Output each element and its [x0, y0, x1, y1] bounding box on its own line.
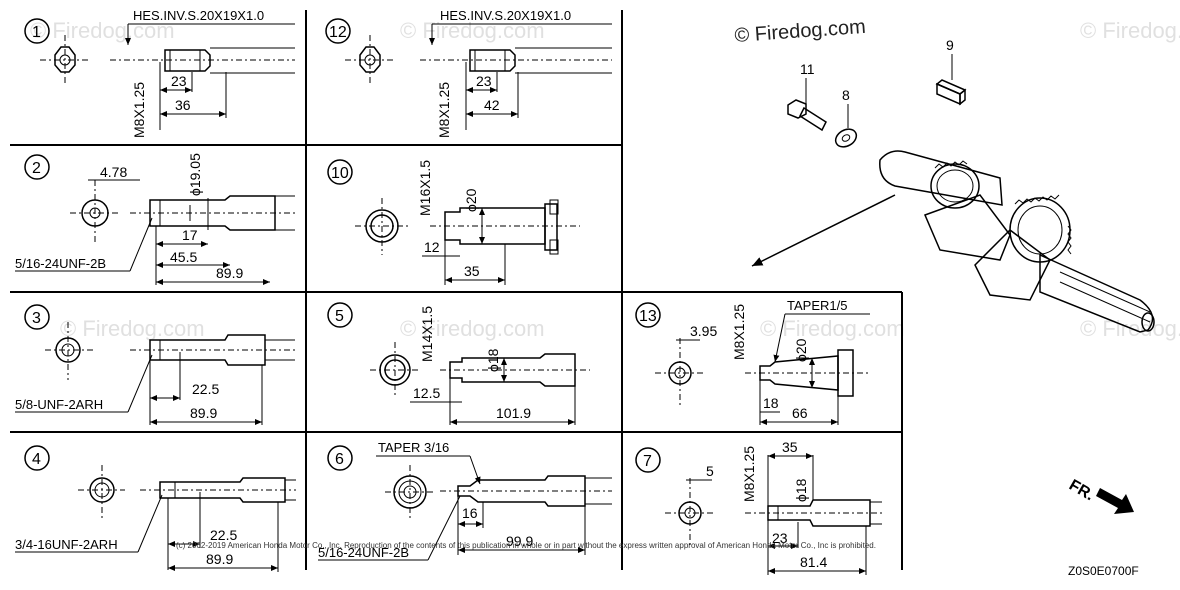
- dimension-label: 5: [706, 463, 714, 479]
- dimension-label: 22.5: [192, 381, 219, 397]
- watermark: © Firedog.com: [30, 18, 175, 43]
- thread-label: 5/8-UNF-2ARH: [15, 397, 103, 412]
- panel-10: 10 M16X1.5 ϕ20 12 35: [327, 159, 580, 285]
- part-number: 9: [946, 37, 954, 53]
- dia-label: ϕ20: [463, 188, 479, 212]
- fr-label: FR.: [1066, 477, 1097, 505]
- panel-number: 10: [331, 165, 349, 182]
- dimension-label: 4.78: [100, 164, 127, 180]
- dimension-label: 36: [175, 97, 191, 113]
- dimension-label: 22.5: [210, 527, 237, 543]
- dimension-label: 23: [171, 73, 187, 89]
- panel-number: 5: [335, 308, 344, 325]
- dimension-label: 42: [484, 97, 500, 113]
- panel-number-circle: [24, 304, 50, 330]
- dimension-label: 89.9: [190, 405, 217, 421]
- panel-number-circle: [327, 445, 353, 471]
- dimension-label: 3.95: [690, 323, 717, 339]
- thread-label: 5/16-24UNF-2B: [318, 545, 409, 560]
- watermark: © Firedog.com: [400, 316, 545, 341]
- bolt-part: [787, 99, 827, 132]
- dimension-label: 89.9: [216, 265, 243, 281]
- dimension-label: 12: [424, 239, 440, 255]
- taper-label: TAPER1/5: [787, 298, 847, 313]
- part-number: 8: [842, 87, 850, 103]
- panel-number: 2: [32, 160, 41, 177]
- panel-number: 4: [32, 451, 41, 468]
- thread-label: 3/4-16UNF-2ARH: [15, 537, 118, 552]
- panel-12: 12 HES.INV.S.20X19X1.0 M8X1.25 23 42: [325, 8, 612, 138]
- dimension-label: 23: [772, 530, 788, 546]
- diagram-code: Z0S0E0700F: [1068, 564, 1139, 578]
- panel-number-circle: [24, 154, 50, 180]
- dimension-label: 18: [763, 395, 779, 411]
- dimension-label: 45.5: [170, 249, 197, 265]
- watermark: © Firedog.com: [60, 316, 205, 341]
- thread-label: M8X1.25: [436, 82, 452, 138]
- thread-label: M8X1.25: [131, 82, 147, 138]
- key-part: [935, 79, 967, 106]
- dia-label: ϕ19.05: [187, 153, 203, 196]
- crankshaft-illustration: 9 11 8: [751, 37, 1155, 333]
- panel-4: 4 22.5 89.9 3/4-16UNF-2ARH: [15, 445, 296, 572]
- panel-2: 2 4.78 ϕ19.05 17 45.5 89.9 5/16-24UNF-2B: [15, 153, 295, 285]
- dimension-label: 12.5: [413, 385, 440, 401]
- spec-label: HES.INV.S.20X19X1.0: [133, 8, 264, 23]
- washer-part: [834, 128, 858, 148]
- dia-label: ϕ18: [485, 348, 501, 372]
- panel-grid: [10, 10, 903, 570]
- panel-number: 6: [335, 451, 344, 468]
- panel-number-circle: [24, 445, 50, 471]
- dimension-label: 16: [462, 505, 478, 521]
- thread-label: M8X1.25: [741, 446, 757, 502]
- dimension-label: 99.9: [506, 533, 533, 549]
- dia-label: ϕ18: [793, 478, 809, 502]
- spec-label: HES.INV.S.20X19X1.0: [440, 8, 571, 23]
- panel-3: 3 22.5 89.9 5/8-UNF-2ARH: [15, 304, 295, 425]
- panel-number: 3: [32, 310, 41, 327]
- panel-6: 6 TAPER 3/16 16 99.9 5/16-24UNF-2B: [318, 440, 612, 561]
- copyright-notice: (c) 2002-2019 American Honda Motor Co., …: [176, 541, 876, 550]
- panel-1: 1 HES.INV.S.20X19X1.0 M8X1.25 23 36: [24, 8, 295, 138]
- panel-number-circle: [635, 302, 661, 328]
- dimension-label: 66: [792, 405, 808, 421]
- panel-number-circle: [327, 159, 353, 185]
- panel-number: 12: [329, 24, 347, 41]
- panel-number-circle: [24, 18, 50, 44]
- dimension-label: 35: [464, 263, 480, 279]
- panel-13: 13 3.95 TAPER1/5 M8X1.25 ϕ20 18 66: [635, 298, 870, 425]
- panel-number: 7: [643, 453, 652, 470]
- dia-label: ϕ20: [793, 338, 809, 362]
- thread-label: M8X1.25: [731, 304, 747, 360]
- panel-number: 13: [639, 308, 657, 325]
- dimension-label: 23: [476, 73, 492, 89]
- dimension-label: 17: [182, 227, 198, 243]
- dimension-label: 81.4: [800, 554, 827, 570]
- thread-label: M16X1.5: [417, 160, 433, 216]
- dimension-label: 35: [782, 439, 798, 455]
- dimension-label: 89.9: [206, 551, 233, 567]
- thread-label: 5/16-24UNF-2B: [15, 256, 106, 271]
- panel-number-circle: [327, 302, 353, 328]
- watermark: © Firedog.com: [400, 18, 545, 43]
- part-number: 11: [800, 61, 815, 77]
- panel-number: 1: [32, 24, 41, 41]
- front-direction-indicator: FR.: [1066, 477, 1134, 514]
- thread-label: M14X1.5: [419, 306, 435, 362]
- dimension-label: 101.9: [496, 405, 531, 421]
- panel-number-circle: [635, 447, 661, 473]
- panel-number-circle: [325, 18, 351, 44]
- watermark: © Firedog.com: [1080, 18, 1180, 43]
- panel-7: 7 5 M8X1.25 ϕ18 35 23 81.4: [635, 439, 882, 575]
- panel-5: 5 M14X1.5 ϕ18 12.5 101.9: [327, 302, 590, 425]
- brand-watermark: © Firedog.com: [734, 16, 867, 47]
- taper-label: TAPER 3/16: [378, 440, 449, 455]
